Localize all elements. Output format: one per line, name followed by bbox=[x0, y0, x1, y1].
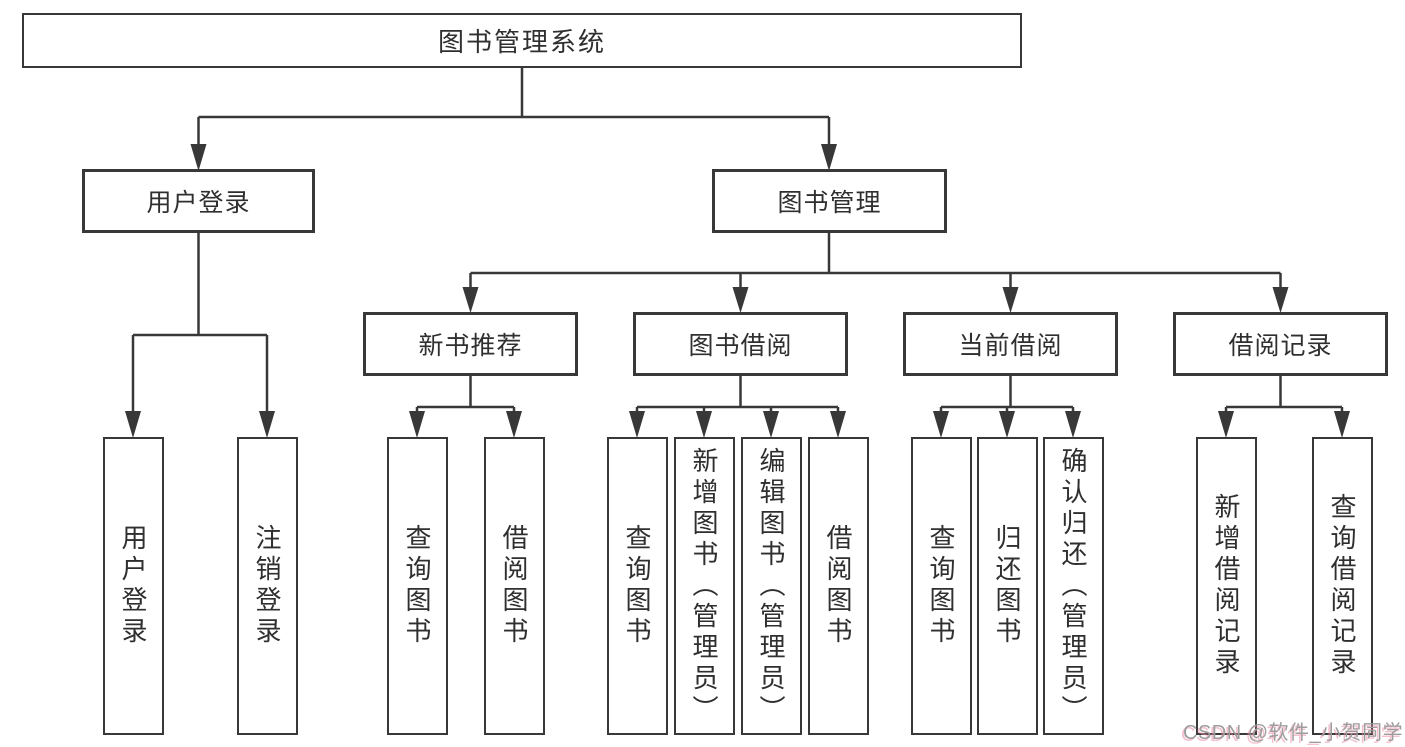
node-book-borrow-label: 图书借阅 bbox=[688, 332, 793, 360]
leaf-recommend-borrow-books-label: 借阅图书 bbox=[499, 524, 529, 648]
leaf-records-query-record-label: 查询借阅记录 bbox=[1327, 493, 1357, 679]
connector-manage-to-level2 bbox=[469, 233, 1282, 289]
connector-records-to-leaves bbox=[1224, 376, 1344, 413]
leaf-borrow-edit-books-admin: 编辑图书（管理员） bbox=[740, 437, 802, 735]
leaf-current-confirm-return-admin: 确认归还（管理员） bbox=[1042, 437, 1104, 735]
leaf-current-confirm-return-admin-label: 确认归还（管理员） bbox=[1058, 446, 1088, 726]
csdn-watermark: CSDN @软件_小贺同学 bbox=[1183, 722, 1404, 744]
node-borrow-records-label: 借阅记录 bbox=[1228, 332, 1333, 360]
leaf-records-query-record: 查询借阅记录 bbox=[1311, 437, 1373, 735]
node-current-borrow-label: 当前借阅 bbox=[958, 332, 1063, 360]
arrow-into-login bbox=[190, 144, 207, 171]
arrowheads bbox=[125, 144, 1350, 438]
node-new-book-recommend-label: 新书推荐 bbox=[418, 332, 523, 360]
arrow-into-leaf-recommend-query bbox=[409, 411, 425, 438]
leaf-recommend-query-books: 查询图书 bbox=[386, 437, 448, 735]
leaf-current-query-books-label: 查询图书 bbox=[926, 524, 956, 648]
leaf-borrow-query-books-label: 查询图书 bbox=[622, 524, 652, 648]
arrow-into-leaf-borrow-borrow bbox=[830, 411, 846, 438]
arrow-into-recommend bbox=[462, 287, 479, 313]
arrow-into-leaf-login bbox=[125, 411, 141, 438]
leaf-current-return-books-label: 归还图书 bbox=[992, 524, 1022, 648]
leaf-current-return-books: 归还图书 bbox=[976, 437, 1038, 735]
arrow-into-borrow bbox=[732, 287, 749, 313]
node-book-borrow: 图书借阅 bbox=[633, 312, 848, 376]
arrow-into-current bbox=[1002, 287, 1019, 313]
arrow-into-leaf-borrow-query bbox=[629, 411, 645, 438]
leaf-user-login: 用户登录 bbox=[102, 437, 164, 735]
node-current-borrow: 当前借阅 bbox=[903, 312, 1118, 376]
node-user-login-label: 用户登录 bbox=[146, 189, 251, 217]
arrow-into-leaf-current-query bbox=[933, 411, 949, 438]
leaf-records-add-record: 新增借阅记录 bbox=[1195, 437, 1257, 735]
leaf-borrow-query-books: 查询图书 bbox=[606, 437, 668, 735]
connector-login-to-leaves bbox=[131, 233, 269, 413]
leaf-current-query-books: 查询图书 bbox=[910, 437, 972, 735]
arrow-into-leaf-recommend-borrow bbox=[506, 411, 522, 438]
leaf-borrow-add-books-admin-label: 新增图书（管理员） bbox=[689, 446, 719, 726]
arrow-into-leaf-current-return bbox=[999, 411, 1015, 438]
leaf-borrow-borrow-books: 借阅图书 bbox=[807, 437, 869, 735]
connector-root-to-level1 bbox=[197, 68, 831, 146]
arrow-into-leaf-logout bbox=[259, 411, 275, 438]
arrow-into-manage bbox=[821, 144, 837, 171]
arrow-into-leaf-current-confirm bbox=[1065, 411, 1081, 438]
leaf-borrow-borrow-books-label: 借阅图书 bbox=[823, 524, 853, 648]
arrow-into-leaf-borrow-add bbox=[696, 411, 712, 438]
arrow-into-records bbox=[1272, 287, 1289, 313]
connector-current-to-leaves bbox=[939, 376, 1075, 413]
leaf-borrow-add-books-admin: 新增图书（管理员） bbox=[673, 437, 735, 735]
connector-borrow-to-leaves bbox=[635, 376, 840, 413]
leaf-records-add-record-label: 新增借阅记录 bbox=[1211, 493, 1241, 679]
arrow-into-leaf-borrow-edit bbox=[763, 411, 779, 438]
node-new-book-recommend: 新书推荐 bbox=[363, 312, 578, 376]
leaf-logout: 注销登录 bbox=[236, 437, 298, 735]
arrow-into-leaf-records-add bbox=[1218, 411, 1234, 438]
connector-recommend-to-leaves bbox=[415, 376, 516, 413]
leaf-borrow-edit-books-admin-label: 编辑图书（管理员） bbox=[756, 446, 786, 726]
node-book-management-label: 图书管理 bbox=[777, 189, 882, 217]
node-borrow-records: 借阅记录 bbox=[1173, 312, 1388, 376]
root-node-library-system: 图书管理系统 bbox=[22, 13, 1022, 68]
node-user-login: 用户登录 bbox=[82, 169, 315, 233]
leaf-recommend-borrow-books: 借阅图书 bbox=[483, 437, 545, 735]
arrow-into-leaf-records-query bbox=[1334, 411, 1350, 438]
leaf-logout-label: 注销登录 bbox=[252, 524, 282, 648]
node-book-management: 图书管理 bbox=[712, 169, 947, 233]
leaf-recommend-query-books-label: 查询图书 bbox=[402, 524, 432, 648]
leaf-user-login-label: 用户登录 bbox=[118, 524, 148, 648]
root-node-label: 图书管理系统 bbox=[437, 27, 606, 57]
